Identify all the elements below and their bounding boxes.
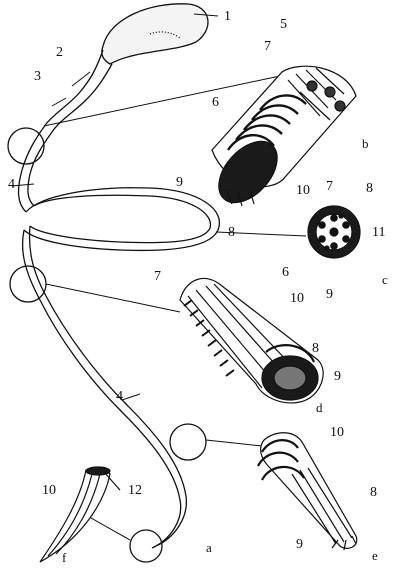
sperm-head (101, 3, 209, 65)
label-4b: 4 (116, 389, 123, 404)
label-6b: 6 (282, 265, 289, 280)
tail-upper (17, 123, 53, 213)
whole-sperm (7, 3, 220, 563)
label-ld: d (316, 400, 323, 415)
tail-lower (21, 225, 188, 549)
leader-lines (11, 13, 307, 541)
label-7c: 7 (154, 269, 161, 284)
label-7a: 7 (264, 39, 271, 54)
label-le: e (372, 548, 378, 563)
label-10c: 10 (330, 425, 344, 440)
label-7b: 7 (326, 179, 333, 194)
label-5: 5 (280, 17, 287, 32)
label-9d: 9 (296, 537, 303, 552)
label-lc: c (382, 272, 388, 287)
label-9c: 9 (334, 369, 341, 384)
section-c-cross-section (307, 205, 361, 259)
label-10a: 10 (296, 183, 310, 198)
label-1: 1 (224, 9, 231, 24)
label-10b: 10 (290, 291, 304, 306)
label-12: 12 (128, 483, 142, 498)
label-lf: f (62, 550, 67, 565)
labels: 1 2 3 4 4 5 7 6 b 9 10 7 8 8 11 c 7 6 9 … (8, 9, 388, 565)
label-6a: 6 (212, 95, 219, 110)
section-b-middle-piece (211, 65, 357, 207)
sperm-neck (45, 49, 113, 133)
tail-loop (23, 187, 220, 252)
label-3: 3 (34, 69, 41, 84)
zoom-circle-1 (7, 127, 45, 165)
label-9a: 9 (176, 175, 183, 190)
label-9b: 9 (326, 287, 333, 302)
section-e-end-piece (257, 432, 358, 551)
label-lb: b (362, 136, 369, 151)
label-la: a (206, 540, 212, 555)
head-stipple (149, 31, 181, 39)
label-2: 2 (56, 45, 63, 60)
zoom-circle-3 (169, 423, 207, 461)
label-4a: 4 (8, 177, 15, 192)
label-10d: 10 (42, 483, 56, 498)
label-11: 11 (372, 225, 385, 240)
zoom-circle-4 (129, 529, 163, 563)
section-f-tip (39, 466, 121, 563)
label-8a: 8 (366, 181, 373, 196)
tail-loop-inner (29, 194, 212, 244)
label-8c: 8 (312, 341, 319, 356)
label-8b: 8 (228, 225, 235, 240)
label-8d: 8 (370, 485, 377, 500)
section-d-principal-piece (179, 277, 324, 404)
